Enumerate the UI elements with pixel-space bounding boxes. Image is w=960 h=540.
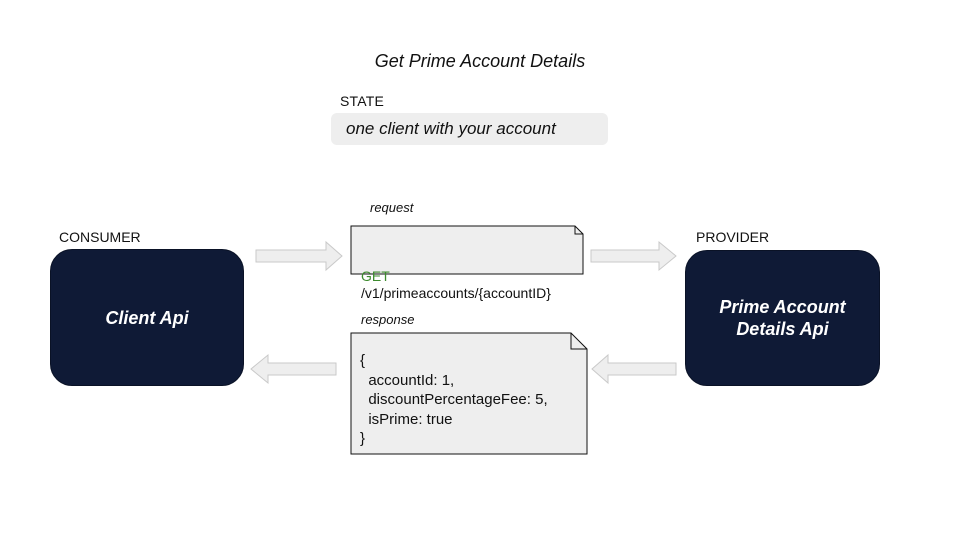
arrow-consumer-to-request (255, 240, 343, 272)
request-note (350, 225, 584, 275)
request-note-fold (574, 226, 583, 235)
provider-node: Prime Account Details Api (685, 250, 880, 386)
consumer-node-label: Client Api (105, 307, 189, 328)
arrow-request-to-provider (590, 240, 677, 272)
state-value: one client with your account (346, 119, 556, 138)
state-label: STATE (340, 93, 385, 109)
response-note-fold (570, 333, 587, 350)
request-path: /v1/primeaccounts/{accountID} (361, 285, 551, 301)
arrow-provider-to-response (591, 353, 677, 385)
response-caption: response (361, 312, 415, 327)
consumer-label: CONSUMER (59, 229, 141, 245)
consumer-node: Client Api (50, 249, 244, 386)
arrow-response-to-consumer (250, 353, 337, 385)
request-caption: request (370, 200, 414, 215)
state-box (331, 113, 608, 145)
diagram-title: Get Prime Account Details (374, 51, 586, 71)
provider-node-label: Prime Account Details Api (719, 297, 846, 339)
request-text: GET/v1/primeaccounts/{accountID} (361, 234, 551, 302)
request-method: GET (361, 268, 390, 284)
provider-label: PROVIDER (696, 229, 770, 245)
response-body: { accountId: 1, discountPercentageFee: 5… (360, 352, 548, 447)
response-note (350, 332, 588, 455)
